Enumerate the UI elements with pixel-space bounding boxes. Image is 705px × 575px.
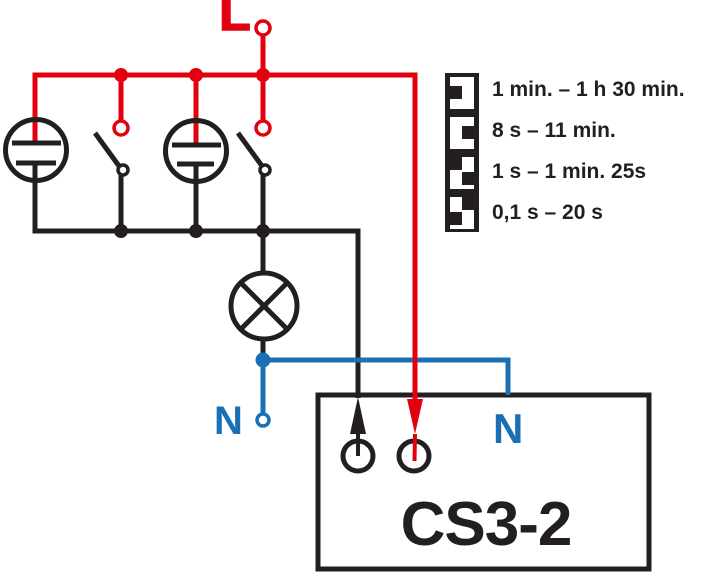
device-box xyxy=(315,392,652,572)
lamp-cross-2 xyxy=(239,281,289,331)
time-range-label: 1 s – 1 min. 25s xyxy=(492,160,647,183)
open-terminal-icon xyxy=(254,119,272,137)
glow-lamp-1-circle xyxy=(3,117,69,183)
top-bus-wire xyxy=(32,72,418,399)
junction-dot xyxy=(114,224,128,238)
junction-dot xyxy=(189,224,203,238)
lamp-icon xyxy=(228,231,300,355)
glow-lamp-icon xyxy=(3,117,69,183)
dip-row-4 xyxy=(450,197,474,229)
dip-switch-icon xyxy=(445,73,479,232)
junction-dot xyxy=(189,68,203,82)
junction-dot xyxy=(255,352,271,368)
time-range-label: 1 min. – 1 h 30 min. xyxy=(492,78,685,101)
dip-knob xyxy=(450,212,462,225)
push-button-1-lever xyxy=(92,131,122,168)
neutral-bus-wire xyxy=(263,357,511,395)
neutral-label: N xyxy=(214,399,243,443)
junction-dot xyxy=(114,68,128,82)
push-button-icon xyxy=(235,131,272,231)
device-box-outline xyxy=(315,392,652,572)
device-neutral-label: N xyxy=(493,405,523,452)
line-label: L xyxy=(219,0,251,42)
device-model-label: CS3-2 xyxy=(401,490,572,559)
arrow-down-icon xyxy=(407,399,423,434)
push-button-2-lever xyxy=(235,131,265,168)
black-wiring xyxy=(32,131,432,474)
arrow-up-icon xyxy=(350,397,366,434)
terminal-stub-wire xyxy=(412,433,417,462)
open-terminal-icon xyxy=(254,19,272,37)
time-range-label: 8 s – 11 min. xyxy=(492,119,616,142)
dip-knob xyxy=(462,126,474,139)
glow-lamp-2-circle xyxy=(163,118,229,184)
dip-row-2 xyxy=(450,117,474,149)
dip-knob xyxy=(450,86,462,99)
blue-wiring xyxy=(255,352,511,428)
dip-knob xyxy=(450,157,462,170)
dip-row-1 xyxy=(450,77,474,109)
push-button-2-contact xyxy=(258,163,272,177)
red-wiring xyxy=(32,19,423,462)
open-terminal-icon xyxy=(255,412,271,428)
glow-lamp-icon xyxy=(163,118,229,184)
dip-knob xyxy=(462,197,474,210)
push-button-icon xyxy=(92,131,130,231)
junction-dot xyxy=(256,68,270,82)
open-terminal-icon xyxy=(112,119,130,137)
dip-row-3 xyxy=(450,157,474,189)
push-button-1-contact xyxy=(116,163,130,177)
dip-knob xyxy=(462,172,474,185)
time-range-label: 0,1 s – 20 s xyxy=(492,201,603,224)
